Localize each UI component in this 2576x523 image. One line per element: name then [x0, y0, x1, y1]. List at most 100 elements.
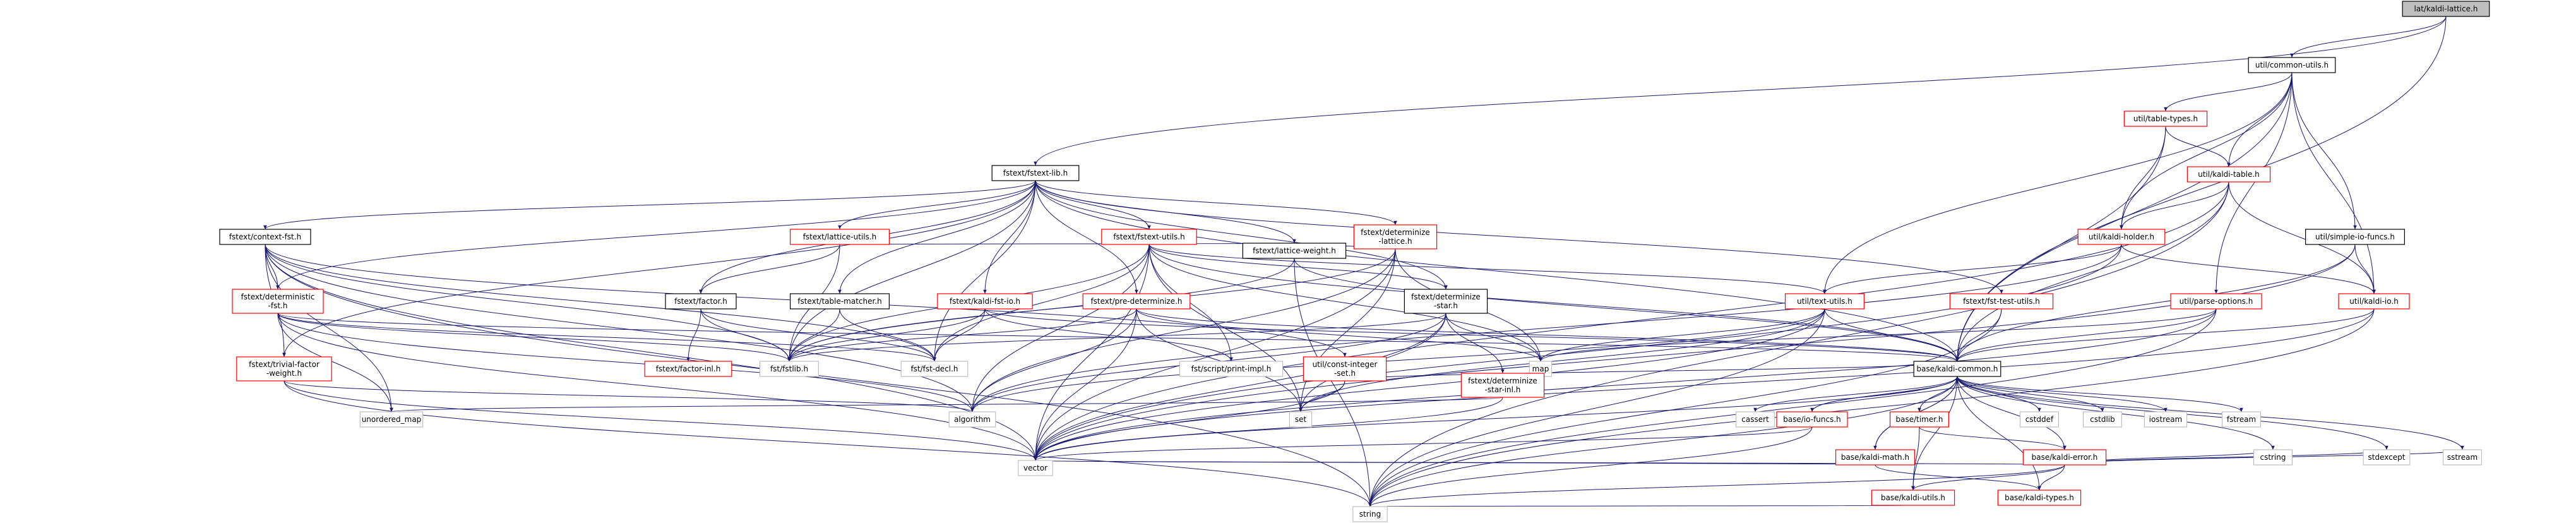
edge-io-funcs-to-vector — [1034, 426, 1813, 461]
node-lattice-weight[interactable]: fstext/lattice-weight.h — [1242, 243, 1347, 259]
edge-pre-determinize-to-map — [1136, 308, 1542, 362]
node-factor-inl[interactable]: fstext/factor-inl.h — [644, 361, 732, 377]
node-label: fstext/lattice-weight.h — [1253, 246, 1336, 255]
edge-kaldi-holder-to-vector — [1034, 244, 2122, 461]
edge-fstext-lib-to-fstlib — [787, 180, 1036, 362]
edge-common-utils-to-kaldi-io — [2291, 72, 2376, 294]
edge — [1136, 308, 1303, 412]
edge-kaldi-utils-to-string — [1369, 502, 1914, 507]
edge-fst-test-utils-to-string — [1368, 308, 2002, 507]
node-determinize-star[interactable]: fstext/determinize-star.h — [1404, 289, 1488, 314]
edge-text-utils-to-algorithm — [970, 308, 1825, 412]
node-const-integer-set[interactable]: util/const-integer-set.h — [1303, 356, 1387, 382]
node-kaldi-io[interactable]: util/kaldi-io.h — [2338, 293, 2410, 310]
edge — [2228, 181, 2376, 294]
edge-pre-determinize-to-set — [1136, 308, 1303, 412]
edge — [2120, 126, 2166, 230]
node-determinize-lattice[interactable]: fstext/determinize-lattice.h — [1353, 224, 1438, 249]
edge-kaldi-common-to-sstream — [1957, 376, 2464, 450]
node-root[interactable]: lat/kaldi-lattice.h — [2402, 1, 2490, 17]
node-common-utils[interactable]: util/common-utils.h — [2248, 57, 2336, 73]
node-kaldi-fst-io[interactable]: fstext/kaldi-fst-io.h — [937, 293, 1033, 310]
node-lattice-utils[interactable]: fstext/lattice-utils.h — [789, 229, 890, 245]
node-label: unordered_map — [362, 415, 422, 424]
edge — [838, 180, 1036, 294]
edge — [1136, 308, 1542, 362]
node-parse-options[interactable]: util/parse-options.h — [2170, 293, 2262, 310]
node-kaldi-utils[interactable]: base/kaldi-utils.h — [1871, 490, 1955, 506]
node-label: fstext/pre-determinize.h — [1090, 297, 1182, 306]
edge — [787, 308, 840, 362]
edge — [2164, 72, 2293, 112]
node-label: stdexcept — [2368, 453, 2406, 462]
edge-kaldi-holder-to-kaldi-io — [2121, 244, 2376, 294]
node-box — [2022, 449, 2107, 466]
edge-context-fst-to-algorithm — [265, 244, 974, 412]
node-box — [359, 411, 424, 428]
node-kaldi-types[interactable]: base/kaldi-types.h — [1997, 490, 2082, 506]
node-label: util/const-integer-set.h — [1313, 360, 1378, 378]
node-box — [1353, 224, 1438, 249]
edge — [970, 244, 1150, 412]
node-box — [1404, 289, 1488, 314]
node-io-funcs[interactable]: base/io-funcs.h — [1776, 411, 1848, 428]
node-label: fstext/factor-inl.h — [656, 364, 721, 373]
node-table-types[interactable]: util/table-types.h — [2123, 111, 2208, 127]
node-pre-determinize[interactable]: fstext/pre-determinize.h — [1082, 293, 1191, 310]
node-deterministic-fst[interactable]: fstext/deterministic-fst.h — [232, 289, 324, 314]
node-label: fstext/fst-test-utils.h — [1963, 297, 2040, 306]
node-fstext-lib[interactable]: fstext/fstext-lib.h — [991, 165, 1080, 181]
edge-determinize-lattice-to-algorithm — [970, 248, 1396, 412]
edge — [933, 180, 1036, 362]
edge — [265, 244, 936, 362]
node-fst-decl: fst/fst-decl.h — [900, 361, 969, 377]
edge — [1955, 181, 2229, 362]
node-fstext-utils[interactable]: fstext/fstext-utils.h — [1101, 229, 1197, 245]
node-label: base/kaldi-types.h — [2005, 493, 2074, 502]
edge — [970, 248, 1396, 412]
edge-deterministic-fst-to-algorithm — [277, 313, 974, 412]
edge — [787, 313, 1446, 362]
node-timer[interactable]: base/timer.h — [1890, 411, 1950, 428]
edge-kaldi-error-to-string — [1368, 464, 2065, 507]
edge — [1035, 180, 1397, 225]
node-string: string — [1352, 506, 1388, 522]
edge — [1034, 380, 1345, 461]
node-kaldi-table[interactable]: util/kaldi-table.h — [2186, 166, 2271, 183]
edge — [1035, 180, 1138, 294]
node-kaldi-common[interactable]: base/kaldi-common.h — [1913, 361, 2001, 377]
node-label: fstext/fstext-utils.h — [1113, 232, 1184, 241]
node-label: set — [1295, 415, 1307, 424]
node-simple-io[interactable]: util/simple-io-funcs.h — [2305, 229, 2406, 245]
edge-fstext-utils-to-set — [1148, 244, 1303, 412]
edge — [2214, 72, 2293, 294]
node-kaldi-math[interactable]: base/kaldi-math.h — [1835, 449, 1916, 466]
edge — [787, 308, 986, 362]
node-fst-test-utils[interactable]: fstext/fst-test-utils.h — [1949, 293, 2054, 310]
node-factor[interactable]: fstext/factor.h — [665, 293, 737, 310]
node-trivial-factor[interactable]: fstext/trivial-factor-weight.h — [236, 356, 332, 382]
edge-common-utils-to-simple-io — [2291, 72, 2357, 230]
edge-kaldi-common-to-cstdlib — [1957, 376, 2104, 412]
edge-determinize-lattice-to-vector — [1034, 248, 1396, 461]
node-kaldi-error[interactable]: base/kaldi-error.h — [2022, 449, 2107, 466]
node-label: fst/fstlib.h — [770, 364, 808, 373]
node-kaldi-holder[interactable]: util/kaldi-holder.h — [2077, 229, 2166, 245]
node-text-utils[interactable]: util/text-utils.h — [1785, 293, 1865, 310]
node-label: base/io-funcs.h — [1783, 415, 1841, 424]
node-table-matcher[interactable]: fstext/table-matcher.h — [789, 293, 890, 310]
node-context-fst[interactable]: fstext/context-fst.h — [219, 229, 311, 245]
edge — [1368, 426, 1813, 507]
edge — [1035, 180, 1959, 362]
edge — [1368, 308, 2217, 507]
edge — [1148, 244, 1542, 362]
node-determinize-star-inl[interactable]: fstext/determinize-star-inl.h — [1460, 373, 1545, 398]
edge-text-utils-to-kaldi-common — [1824, 308, 1959, 362]
edge — [265, 244, 1037, 461]
node-label: util/parse-options.h — [2179, 297, 2253, 306]
edge-table-matcher-to-fstlib — [787, 308, 840, 362]
node-box — [948, 411, 996, 428]
node-box — [991, 165, 1080, 181]
edge — [1034, 308, 1825, 461]
edge-context-fst-to-unordered-map — [265, 244, 393, 412]
